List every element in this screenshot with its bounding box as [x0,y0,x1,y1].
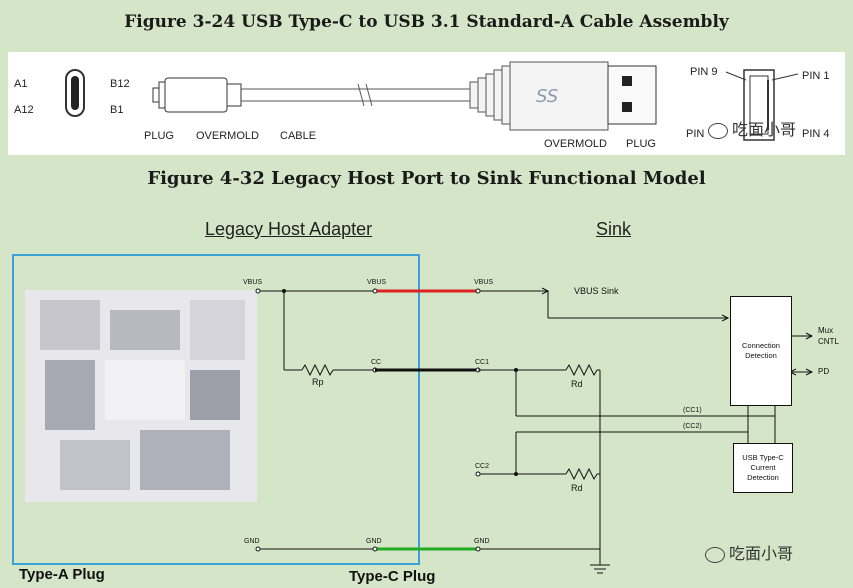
pd-arrow-right [805,368,814,376]
vbus-node-s [475,288,481,294]
figure-title-top: Figure 3-24 USB Type-C to USB 3.1 Standa… [124,12,729,32]
vbus-label-c: VBUS [367,279,387,286]
rd1-label: Rd [571,379,583,389]
watermark-text-top: 吃面小哥 [732,122,797,139]
gnd-node-a [255,546,261,552]
pin9-leader [725,71,747,81]
connection-detection-box: Connection Detection [730,296,792,406]
watermark-top: 吃面小哥 [708,116,796,140]
usb-typec-line2: Current [750,463,776,472]
legacy-adapter-border [12,254,420,565]
usb-typec-line3: Detection [747,473,779,482]
connection-detection-line2: Detection [745,351,777,360]
usb-a-window-2 [622,102,632,112]
plug-label-left: PLUG [144,130,174,142]
pin-a1-label: A1 [14,78,28,90]
figure-title-bottom: Figure 4-32 Legacy Host Port to Sink Fun… [147,168,706,189]
vbus-node-a [255,288,261,294]
pin9-label: PIN 9 [690,66,718,78]
pin-bottom-left-label: PIN [686,128,705,140]
mux-arrow [805,332,814,340]
left-strain-relief [226,83,242,107]
cc1-bus-label: (CC1) [683,407,702,414]
vbus-sink-label: VBUS Sink [574,286,619,296]
cable-assembly-drawing: SS [65,61,799,141]
pin-b1-label: B1 [110,104,124,116]
overmold-label-left: OVERMOLD [196,130,259,142]
rd2-label: Rd [571,483,583,493]
gnd-label-a: GND [244,538,260,545]
gnd-label-c: GND [366,538,382,545]
wechat-icon [708,122,728,139]
wechat-icon-bottom [705,546,725,563]
rp-label: Rp [312,377,324,387]
cc2-node [475,471,481,477]
gnd-label-s: GND [474,538,490,545]
cc2-label: CC2 [475,463,490,470]
plug-label-right: PLUG [626,138,656,150]
cable-label: CABLE [280,130,317,142]
cc1-label: CC1 [475,359,490,366]
rd1-resistor [565,363,598,377]
usb-a-receptacle [743,69,775,141]
type-c-face-inner [71,76,79,110]
gnd-node-s [475,546,481,552]
header-legacy-host-adapter: Legacy Host Adapter [205,219,373,239]
usb-typec-line1: USB Type-C [742,453,784,462]
pin-a12-label: A12 [14,104,34,116]
type-c-plug-label: Type-C Plug [349,568,436,585]
superspeed-logo: SS [536,86,558,107]
cc-label: CC [371,359,382,366]
watermark-bottom: 吃面小哥 [705,540,793,564]
header-sink: Sink [596,219,632,239]
usb-a-plug-shell [607,65,657,125]
pin4-label: PIN 4 [802,128,830,140]
gnd-node-c [372,546,378,552]
type-a-plug-photo [25,290,257,502]
rp-resistor [301,363,334,377]
type-c-face-outer [65,69,85,117]
cntl-label: CNTL [818,337,839,346]
right-overmold [509,61,609,131]
vbus-detect-arrow [721,314,730,322]
watermark-text-bottom: 吃面小哥 [729,546,794,563]
usb-a-window-1 [622,76,632,86]
usb-typec-current-detection-box: USB Type-C Current Detection [733,443,793,493]
cable-break [357,83,373,107]
rd2-resistor [565,467,598,481]
cable-assembly-panel: SS A1 A12 B12 B1 PLUG OVERMOLD CABLE OVE… [8,52,845,155]
pin-b12-label: B12 [110,78,130,90]
connection-detection-line1: Connection [742,341,780,350]
cc2-bus-label: (CC2) [683,423,702,430]
pin1-leader [771,73,799,81]
vbus-label-a: VBUS [243,279,263,286]
mux-label: Mux [818,326,834,335]
vbus-label-s: VBUS [474,279,494,286]
overmold-label-right: OVERMOLD [544,138,607,150]
pin1-label: PIN 1 [802,70,830,82]
vbus-node-c [372,288,378,294]
type-a-plug-label: Type-A Plug [19,566,105,583]
pd-label: PD [818,367,830,376]
